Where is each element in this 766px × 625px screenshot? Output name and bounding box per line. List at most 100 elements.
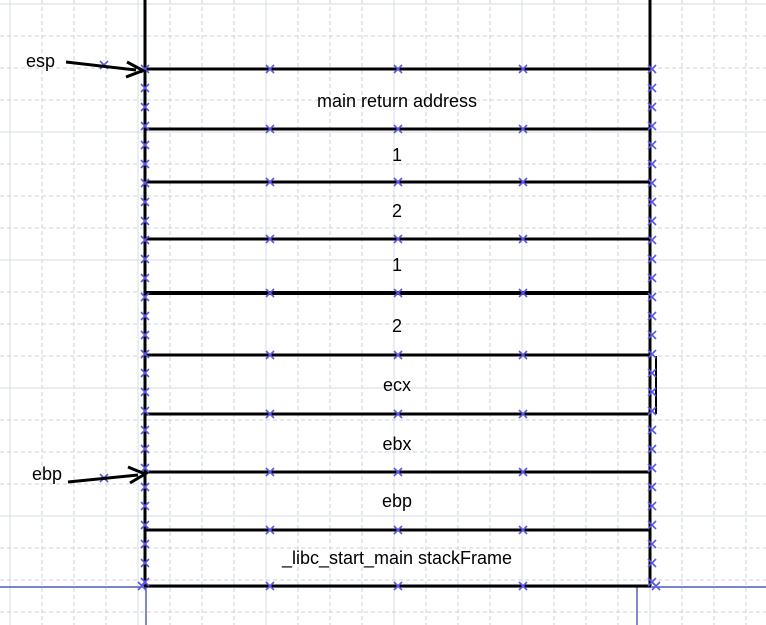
anchor-marker-stroke bbox=[137, 581, 147, 591]
anchor-marker bbox=[647, 235, 657, 245]
anchor-marker bbox=[518, 525, 528, 535]
anchor-marker bbox=[647, 539, 657, 549]
anchor-marker bbox=[647, 425, 657, 435]
anchor-marker-stroke bbox=[651, 581, 661, 591]
anchor-marker-stroke bbox=[140, 197, 150, 207]
anchor-marker-stroke bbox=[265, 350, 275, 360]
anchor-marker bbox=[647, 558, 657, 568]
anchor-marker-stroke bbox=[647, 292, 657, 302]
anchor-marker-stroke bbox=[393, 64, 403, 74]
anchor-marker bbox=[647, 254, 657, 264]
stack-cell-local-2: 2 bbox=[392, 316, 402, 336]
anchor-marker bbox=[393, 124, 403, 134]
anchor-marker-stroke bbox=[647, 178, 657, 188]
ebp-arrow-head bbox=[127, 465, 149, 485]
stack-cell-arg-2: 2 bbox=[392, 201, 402, 221]
anchor-marker-stroke bbox=[265, 177, 275, 187]
anchor-marker bbox=[140, 178, 150, 188]
esp-arrow-head bbox=[125, 60, 147, 79]
anchor-marker bbox=[647, 501, 657, 511]
anchor-marker bbox=[393, 409, 403, 419]
anchor-marker bbox=[265, 234, 275, 244]
anchor-marker bbox=[518, 409, 528, 419]
anchor-marker-stroke bbox=[647, 254, 657, 264]
anchor-marker-stroke bbox=[518, 124, 528, 134]
anchor-marker-stroke bbox=[140, 368, 150, 378]
anchor-marker bbox=[518, 177, 528, 187]
anchor-marker-stroke bbox=[140, 444, 150, 454]
anchor-marker-stroke bbox=[518, 525, 528, 535]
anchor-marker-stroke bbox=[393, 177, 403, 187]
anchor-marker bbox=[137, 581, 147, 591]
anchor-marker-stroke bbox=[265, 234, 275, 244]
anchor-marker bbox=[647, 349, 657, 359]
anchor-marker-stroke bbox=[140, 140, 150, 150]
anchor-marker-stroke bbox=[140, 539, 150, 549]
anchor-marker bbox=[647, 83, 657, 93]
anchor-marker bbox=[651, 581, 661, 591]
anchor-marker bbox=[140, 292, 150, 302]
anchor-marker bbox=[140, 311, 150, 321]
anchor-marker-stroke bbox=[265, 288, 275, 298]
anchor-marker-stroke bbox=[518, 409, 528, 419]
anchor-marker bbox=[647, 482, 657, 492]
anchor-marker-stroke bbox=[647, 121, 657, 131]
anchor-marker-stroke bbox=[265, 467, 275, 477]
anchor-marker-stroke bbox=[140, 121, 150, 131]
anchor-marker bbox=[647, 197, 657, 207]
anchor-marker bbox=[647, 311, 657, 321]
anchor-marker-stroke bbox=[393, 525, 403, 535]
anchor-marker-stroke bbox=[518, 581, 528, 591]
stack-cell-libc-frame: _libc_start_main stackFrame bbox=[281, 548, 512, 569]
anchor-marker bbox=[140, 349, 150, 359]
anchor-marker-stroke bbox=[647, 482, 657, 492]
anchor-marker bbox=[647, 273, 657, 283]
anchor-marker-stroke bbox=[140, 273, 150, 283]
anchor-marker bbox=[265, 581, 275, 591]
anchor-marker bbox=[393, 525, 403, 535]
anchor-marker bbox=[647, 387, 657, 397]
anchor-marker-stroke bbox=[647, 406, 657, 416]
anchor-marker bbox=[647, 102, 657, 112]
anchor-marker-stroke bbox=[140, 216, 150, 226]
anchor-marker bbox=[265, 64, 275, 74]
anchor-marker-stroke bbox=[140, 425, 150, 435]
anchor-marker bbox=[140, 83, 150, 93]
anchor-marker-stroke bbox=[647, 102, 657, 112]
anchor-marker bbox=[518, 124, 528, 134]
anchor-marker bbox=[265, 124, 275, 134]
anchor-marker-stroke bbox=[393, 234, 403, 244]
esp-label: esp bbox=[26, 51, 55, 71]
anchor-marker-stroke bbox=[647, 368, 657, 378]
anchor-marker bbox=[140, 387, 150, 397]
anchor-marker-stroke bbox=[518, 234, 528, 244]
anchor-marker-stroke bbox=[518, 288, 528, 298]
anchor-marker bbox=[140, 463, 150, 473]
anchor-marker bbox=[393, 350, 403, 360]
stack-cell-ecx: ecx bbox=[383, 375, 411, 395]
anchor-marker bbox=[647, 216, 657, 226]
ebp-arrow bbox=[67, 473, 139, 484]
anchor-marker bbox=[140, 159, 150, 169]
anchor-marker-stroke bbox=[647, 349, 657, 359]
page-guides bbox=[0, 586, 766, 625]
anchor-marker bbox=[647, 178, 657, 188]
anchor-marker-stroke bbox=[393, 350, 403, 360]
anchor-marker bbox=[140, 368, 150, 378]
anchor-marker bbox=[140, 330, 150, 340]
anchor-marker-stroke bbox=[140, 159, 150, 169]
stack-cell-arg-1: 1 bbox=[392, 145, 402, 165]
anchor-marker-stroke bbox=[140, 102, 150, 112]
anchor-marker-stroke bbox=[393, 288, 403, 298]
anchor-marker-stroke bbox=[647, 83, 657, 93]
anchor-marker-stroke bbox=[647, 520, 657, 530]
anchor-marker bbox=[140, 425, 150, 435]
esp-arrow bbox=[65, 60, 137, 72]
anchor-marker bbox=[140, 235, 150, 245]
anchor-marker-stroke bbox=[647, 444, 657, 454]
anchor-marker-stroke bbox=[140, 292, 150, 302]
anchor-marker-stroke bbox=[518, 64, 528, 74]
anchor-marker bbox=[140, 444, 150, 454]
anchor-marker bbox=[140, 406, 150, 416]
